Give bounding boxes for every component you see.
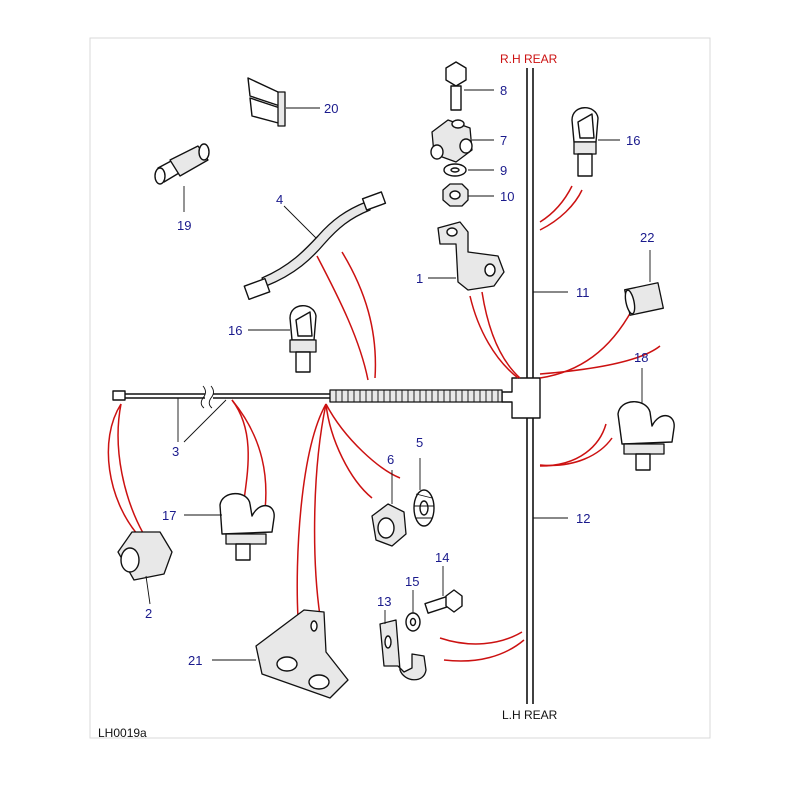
- part-22-sleeve: [624, 282, 664, 316]
- route-curve: [539, 189, 583, 231]
- callout-11: 11: [576, 285, 590, 300]
- callout-1: 1: [416, 271, 423, 286]
- callout-16-upper: 16: [626, 133, 640, 148]
- pipe-3-break: [200, 385, 214, 409]
- callout-10: 10: [500, 189, 514, 204]
- callout-4: 4: [276, 192, 283, 207]
- route-curve: [439, 631, 523, 645]
- route-curve: [316, 255, 369, 381]
- callout-21: 21: [188, 653, 202, 668]
- route-curve: [117, 403, 144, 534]
- part-15-washer: [405, 612, 421, 632]
- callout-3: 3: [172, 444, 179, 459]
- callout-19: 19: [177, 218, 191, 233]
- route-curve: [469, 295, 519, 379]
- part-13-p-clip: [379, 619, 427, 681]
- route-curve: [325, 403, 373, 499]
- part-1-bracket: [437, 221, 505, 291]
- pipe-3-coil-texture: [335, 390, 499, 402]
- callouts: 20 19 4 8 7 9 10 1 11 16 16 22 18 3 5 6 …: [145, 83, 654, 668]
- callout-7: 7: [500, 133, 507, 148]
- drawing-reference: LH0019a: [98, 726, 147, 740]
- route-curve: [539, 345, 661, 375]
- part-16-clip-upper: [571, 107, 599, 177]
- callout-18: 18: [634, 350, 648, 365]
- route-curve: [313, 403, 327, 617]
- route-curve: [481, 291, 521, 379]
- route-curve: [325, 403, 401, 479]
- callout-20: 20: [324, 101, 338, 116]
- part-16-clip-lower: [289, 305, 317, 373]
- part-21-mounting-plate: [255, 609, 349, 699]
- route-curve: [539, 423, 607, 467]
- tee-connector: [501, 377, 541, 419]
- callout-17: 17: [162, 508, 176, 523]
- callout-22: 22: [640, 230, 654, 245]
- leader-lines: [145, 89, 651, 661]
- callout-5: 5: [416, 435, 423, 450]
- callout-15: 15: [405, 574, 419, 589]
- callout-6: 6: [387, 452, 394, 467]
- part-18-double-clip: [617, 401, 675, 471]
- callout-12: 12: [576, 511, 590, 526]
- diagram-frame: [89, 37, 711, 739]
- route-curve: [539, 309, 633, 379]
- part-7-four-way-union: [430, 119, 473, 163]
- route-curve: [443, 639, 525, 662]
- part-6-nut: [371, 503, 407, 547]
- pipe-routing-curves: [107, 185, 661, 662]
- callout-2: 2: [145, 606, 152, 621]
- part-4-flexible-hose: [243, 191, 387, 301]
- part-8-bolt: [445, 61, 467, 111]
- callout-8: 8: [500, 83, 507, 98]
- callout-9: 9: [500, 163, 507, 178]
- route-curve: [296, 403, 327, 619]
- lh-rear-label: L.H REAR: [502, 708, 558, 722]
- callout-16-lower: 16: [228, 323, 242, 338]
- part-5-lock-washer: [413, 489, 435, 527]
- pipe-3-coil-sleeve: [329, 389, 503, 403]
- route-curve: [231, 399, 267, 511]
- pipe-3-end-nut: [112, 390, 126, 401]
- callout-13: 13: [377, 594, 391, 609]
- route-curve: [107, 403, 139, 536]
- part-14-bolt: [424, 589, 463, 614]
- part-2-hex-connector: [117, 531, 173, 581]
- route-curve: [341, 251, 377, 379]
- part-20-clip: [247, 77, 286, 127]
- route-curve: [539, 185, 573, 223]
- callout-14: 14: [435, 550, 449, 565]
- part-10-nut: [442, 183, 469, 207]
- rh-rear-label: R.H REAR: [500, 52, 558, 66]
- part-9-washer: [443, 163, 467, 177]
- route-curve: [231, 399, 249, 501]
- part-17-double-clip: [219, 492, 275, 561]
- main-pipes: [112, 68, 541, 704]
- part-19-adaptor: [154, 143, 210, 185]
